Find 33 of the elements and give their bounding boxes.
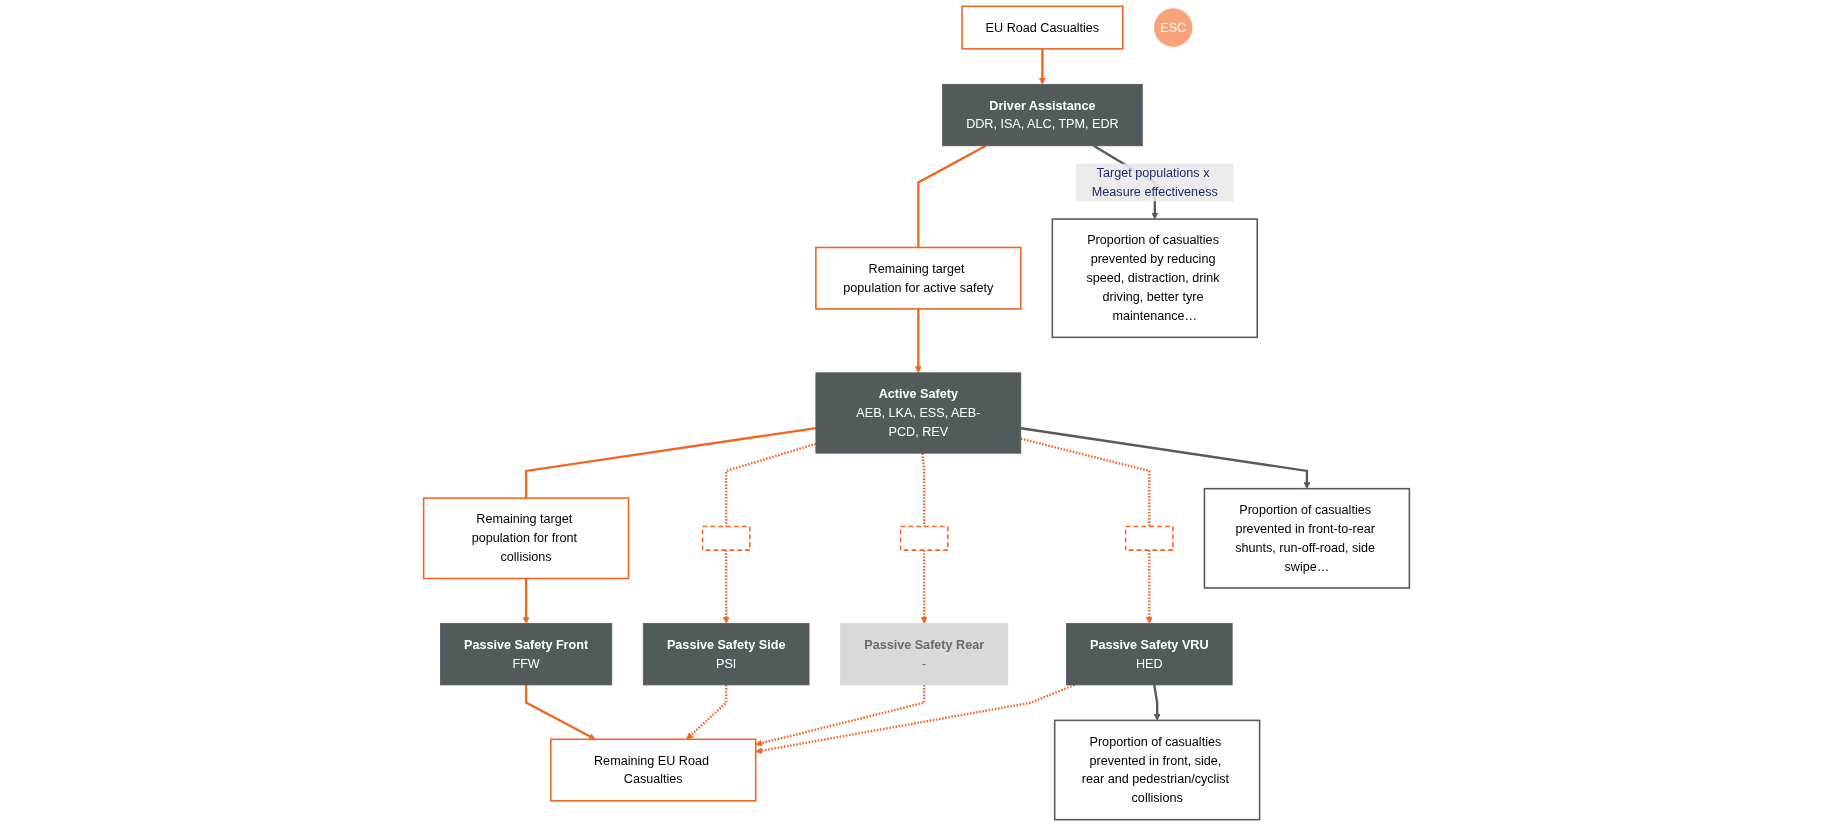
connector: [921, 453, 926, 527]
node-box: Proportion of casualties prevented in front-to-rear shunts, run-off-road, side swipe…: [1203, 487, 1411, 589]
node-box: [701, 525, 751, 551]
node-box: Remaining target population for active safety: [815, 246, 1022, 310]
node-box: Proportion of casualties prevented in front, side, rear and pedestrian/cyclist collisions: [1053, 719, 1261, 821]
node-box: [899, 525, 949, 551]
arrow: [1145, 550, 1153, 624]
node-box: Passive Safety VRU HED: [1066, 623, 1233, 686]
node-box: Remaining EU Road Casualties: [550, 738, 757, 802]
arrow: [1020, 427, 1311, 489]
connector: [524, 426, 817, 499]
arrow: [755, 683, 1075, 755]
node-box: Passive Safety Side PSI: [642, 623, 810, 686]
connector: [725, 442, 817, 527]
connector: [1020, 437, 1151, 527]
node-box: [1124, 525, 1174, 551]
connector: [917, 144, 987, 248]
edge-label: Target populations x Measure effectiveness: [1091, 165, 1218, 199]
node-box: Active Safety AEB, LKA, ESS, AEB-PCD, REV: [815, 372, 1022, 454]
arrow: [524, 684, 596, 740]
arrow: [1038, 48, 1046, 85]
node-box: Proportion of casualties prevented by reducing speed, distraction, drink driving, better tyre maintenance…: [1051, 218, 1259, 339]
node-box: EU Road Casualties: [961, 5, 1124, 50]
arrow: [920, 550, 928, 624]
arrow: [522, 578, 530, 624]
node-box: Remaining target population for front collisions: [422, 497, 630, 580]
node-box: Passive Safety Rear -: [840, 623, 1009, 686]
node-circle: ESC: [1153, 8, 1193, 47]
arrow: [722, 550, 730, 624]
arrow: [1153, 684, 1161, 721]
node-box: Passive Safety Front FFW: [440, 623, 613, 686]
arrow: [914, 308, 922, 374]
node-box: Driver Assistance DDR, ISA, ALC, TPM, EDR: [942, 83, 1143, 147]
